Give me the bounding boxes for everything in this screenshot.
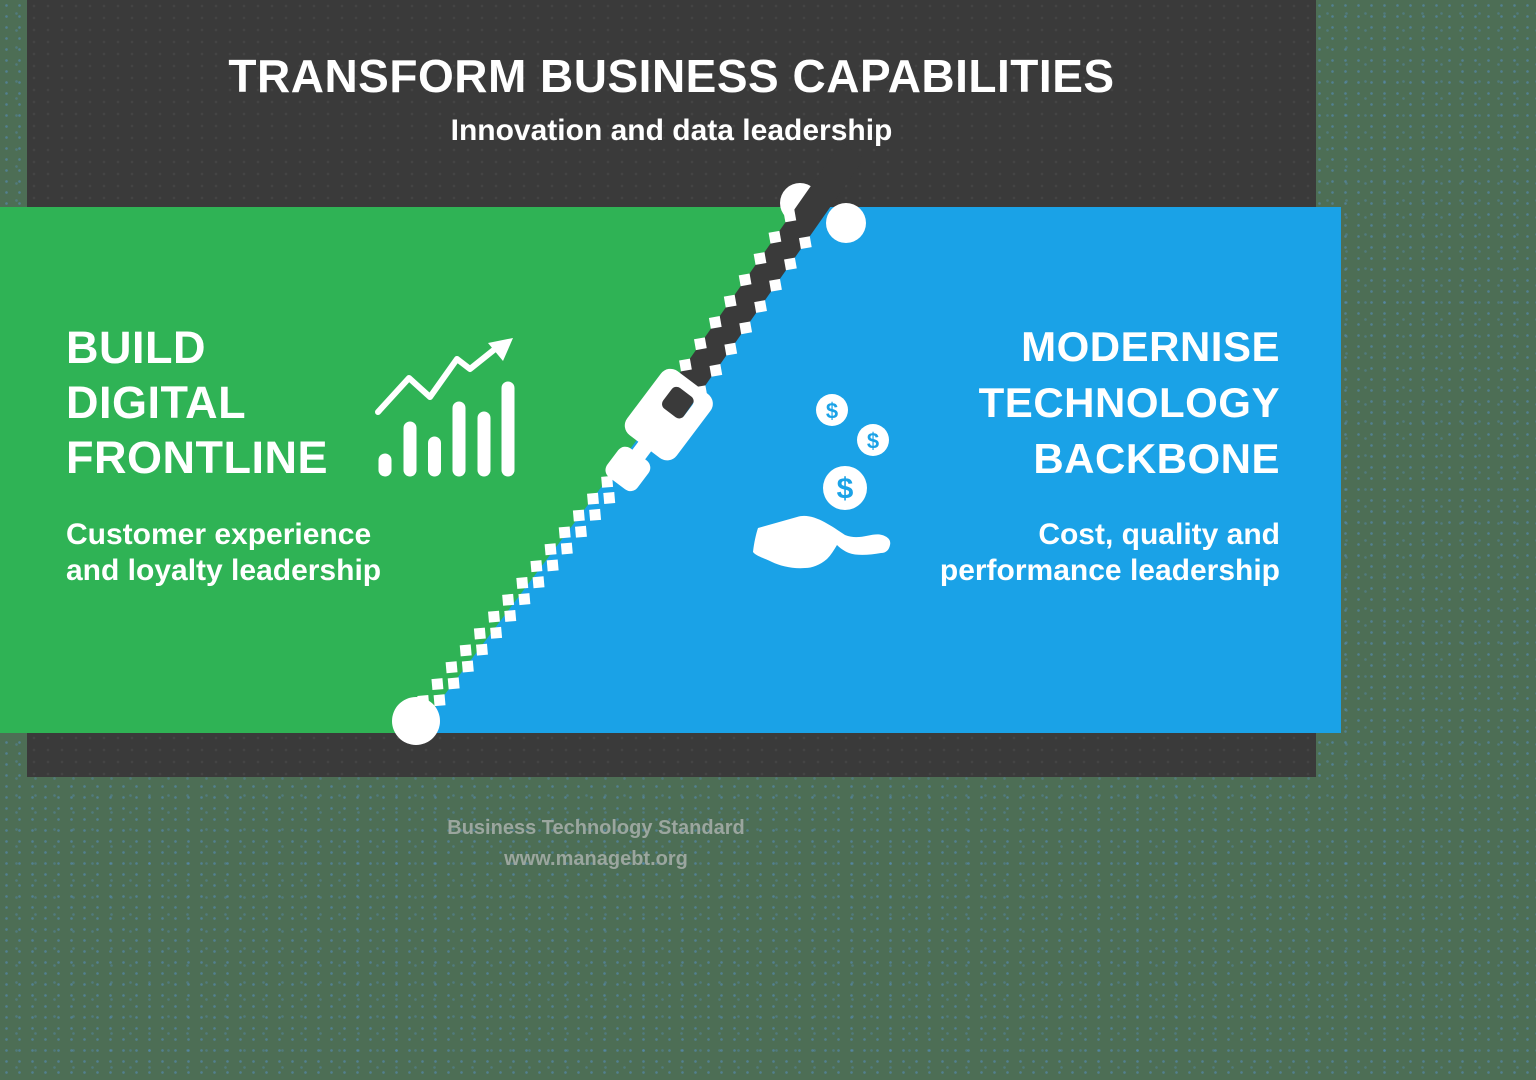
hand-icon <box>753 515 891 569</box>
right-subtext-line-2: performance leadership <box>939 554 1280 587</box>
coin-icon-large <box>823 466 867 510</box>
split-panels <box>0 207 1341 733</box>
left-subtext-line-2: and loyalty leadership <box>66 554 382 587</box>
right-panel-heading: MODERNISE TECHNOLOGY BACKBONE <box>979 319 1280 487</box>
left-heading-line-2: DIGITAL <box>66 377 247 428</box>
footer-line-1: Business Technology Standard <box>447 817 745 839</box>
chart-bars <box>378 381 515 477</box>
right-heading-line-1: MODERNISE <box>1021 323 1280 370</box>
right-panel-subtext: Cost, quality and performance leadership <box>940 517 1280 589</box>
left-subtext-line-1: Customer experience <box>66 518 372 551</box>
page-title: TRANSFORM BUSINESS CAPABILITIES <box>228 50 1115 102</box>
coin-icon-small-2 <box>857 424 889 456</box>
right-heading-line-2: TECHNOLOGY <box>978 379 1280 426</box>
footer-credit: Business Technology Standard www.manageb… <box>0 813 1192 875</box>
right-heading-line-3: BACKBONE <box>1033 435 1280 482</box>
footer-line-2: www.managebt.org <box>504 848 688 870</box>
coin-dollar-glyph: $ <box>837 473 854 506</box>
left-heading-line-1: BUILD <box>66 322 206 373</box>
growth-arrow-head <box>488 338 513 361</box>
growth-arrow-line <box>375 346 498 415</box>
right-subtext-line-1: Cost, quality and <box>1038 518 1280 551</box>
left-heading-line-3: FRONTLINE <box>66 432 328 483</box>
coin-dollar-glyph: $ <box>826 399 838 424</box>
coin-icons: $ $ $ <box>816 394 889 510</box>
left-panel-heading: BUILD DIGITAL FRONTLINE <box>66 320 328 485</box>
coin-dollar-glyph: $ <box>867 429 879 454</box>
growth-chart-icon <box>375 338 515 477</box>
hand-coins-icon: $ $ $ <box>753 394 891 569</box>
page-subtitle: Innovation and data leadership <box>450 114 893 147</box>
left-panel-subtext: Customer experience and loyalty leadersh… <box>66 517 381 589</box>
